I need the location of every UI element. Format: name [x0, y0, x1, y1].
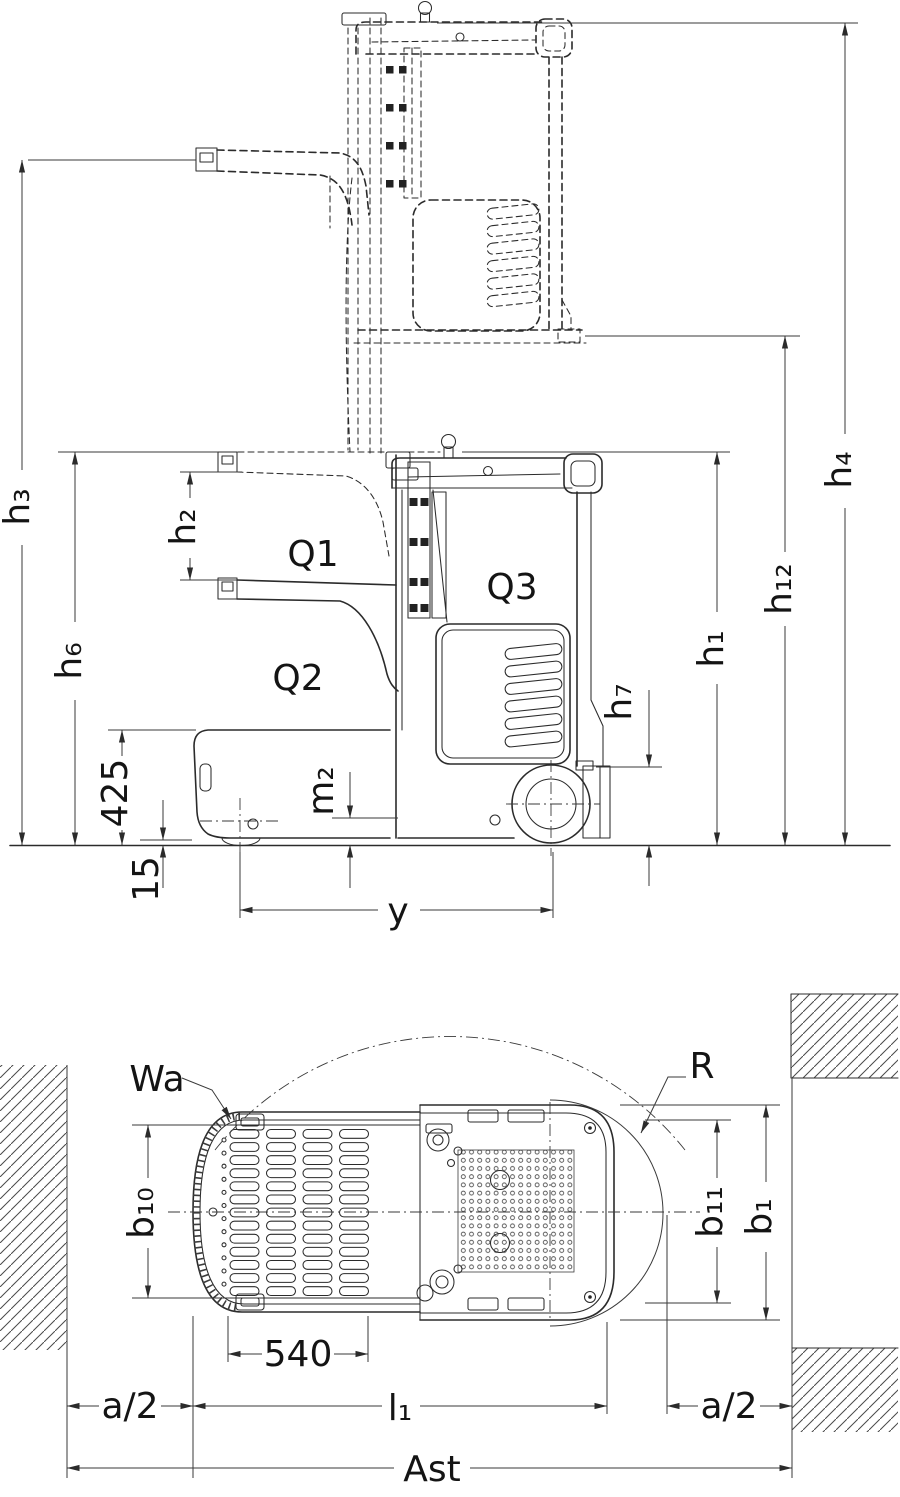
label-y: y [387, 891, 408, 932]
platform-slot-grid [221, 1128, 370, 1297]
label-425: 425 [95, 759, 136, 828]
side-panel-raised [412, 199, 541, 332]
wa-leader [181, 1077, 232, 1120]
roof-raised [355, 21, 543, 55]
label-a2-right: a/2 [700, 1386, 757, 1427]
label-r: R [689, 1046, 714, 1087]
label-540: 540 [264, 1334, 333, 1375]
label-q1: Q1 [287, 534, 338, 575]
turning-circle [549, 1099, 664, 1327]
label-ast: Ast [403, 1449, 461, 1490]
label-h4: h₄ [819, 451, 860, 488]
fork-arm-bottom [236, 598, 399, 692]
top-view [0, 993, 899, 1478]
steer-unit-detail [416, 1264, 463, 1302]
rear-step [582, 765, 611, 839]
side-view-dimensions: h₃ h₆ h₂ Q1 Q2 Q3 425 15 m₂ y h₇ h₁ h₁₂ … [0, 22, 860, 932]
mast-rollers-raised [386, 66, 407, 188]
label-wa: Wa [129, 1059, 184, 1100]
fork-tip-lower [217, 577, 238, 600]
knob-raised [417, 0, 433, 16]
raised-position-view [195, 0, 587, 454]
mast-carriage-raised [403, 47, 422, 199]
label-h3: h₃ [0, 488, 38, 525]
overhead-guard [391, 457, 567, 489]
label-m2: m₂ [301, 766, 342, 816]
mast-top-cap [341, 12, 387, 26]
label-b1: b₁ [739, 1198, 780, 1235]
rack-block-top-right [791, 994, 898, 1078]
drive-unit-detail [425, 1123, 463, 1168]
fork-arm-raised-top [216, 149, 370, 216]
wa-turning-arc [214, 1036, 686, 1151]
top-view-dimensions: Wa R b₁₀ b₁₁ b₁ 540 a/2 l₁ a/2 Ast [66, 1046, 793, 1490]
side-panel [435, 623, 571, 765]
front-chassis [193, 729, 391, 839]
label-q3: Q3 [486, 567, 537, 608]
label-h12: h₁₂ [759, 563, 800, 615]
label-a2-left: a/2 [101, 1386, 158, 1427]
guard-corner [563, 453, 603, 494]
label-15: 15 [126, 856, 167, 902]
r-leader [640, 1076, 686, 1134]
vent-slats-raised [486, 203, 540, 308]
mast-rollers [409, 498, 429, 612]
aisle-wall-left [0, 1065, 67, 1350]
label-b10: b₁₀ [121, 1187, 162, 1239]
label-h7: h₇ [599, 683, 640, 720]
roof-corner-raised [535, 18, 573, 58]
label-h2: h₂ [163, 508, 204, 545]
side-view-lowered [9, 433, 891, 856]
front-wheel [221, 837, 261, 846]
cab-front-outline-raised [345, 177, 353, 453]
battery-latch [199, 763, 212, 792]
vent-slats [504, 643, 563, 748]
a-pillar [432, 489, 448, 623]
rack-block-bottom-right [792, 1348, 898, 1432]
carriage-plate [431, 491, 447, 619]
label-l1: l₁ [388, 1388, 412, 1429]
label-h1: h₁ [691, 630, 732, 667]
label-b11: b₁₁ [690, 1186, 731, 1238]
perforated-floor-plate [457, 1149, 575, 1273]
fork-arm-raised-bottom [216, 170, 353, 226]
label-q2: Q2 [272, 658, 323, 699]
label-h6: h₆ [49, 642, 90, 679]
steering-knob [440, 433, 457, 450]
fork-arm-top [236, 579, 397, 586]
